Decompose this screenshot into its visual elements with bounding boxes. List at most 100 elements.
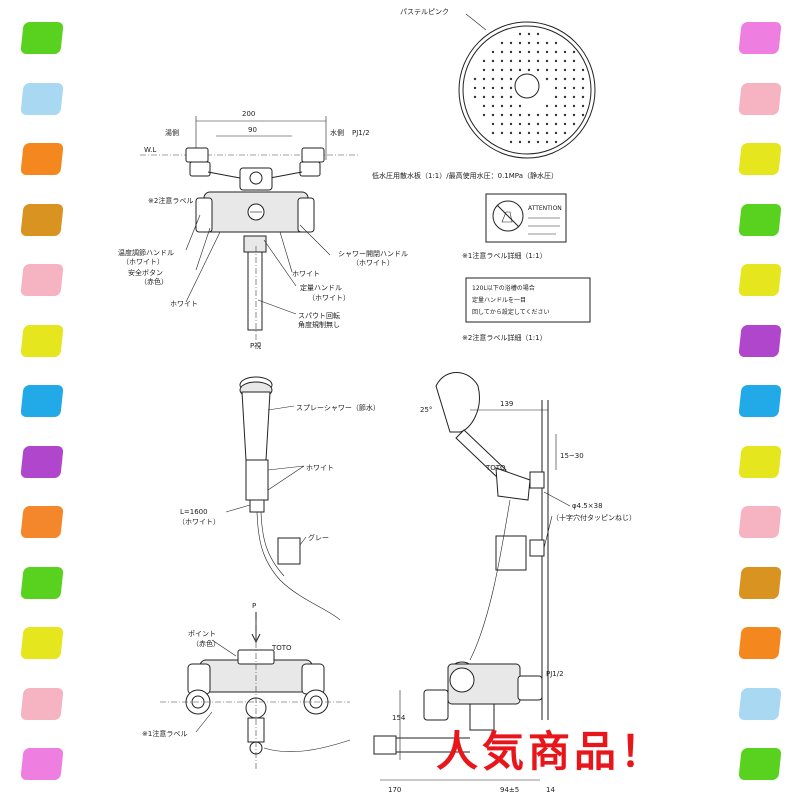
spray-hole: [527, 113, 531, 117]
spray-hole: [563, 122, 567, 126]
spray-hole: [527, 50, 531, 54]
spray-hole: [509, 104, 513, 108]
dim-14-text: 14: [546, 786, 555, 794]
spray-hole: [536, 41, 540, 45]
spray-hole: [554, 95, 558, 99]
spray-hole: [509, 86, 513, 90]
p-view-text: P視: [250, 341, 261, 350]
hot-side-text: 湯側: [165, 128, 179, 137]
spray-hole: [482, 59, 486, 63]
spray-hole: [491, 68, 495, 72]
spray-hole: [482, 68, 486, 72]
label2-caption-text: ※2注意ラベル詳細（1:1）: [462, 333, 547, 342]
spray-hole: [500, 77, 504, 81]
spray-hole: [482, 104, 486, 108]
spray-hole: [518, 41, 522, 45]
temp-handle-text: 温度調節ハンドル: [118, 248, 174, 257]
spray-hole: [509, 68, 513, 72]
spray-hole: [518, 140, 522, 144]
spray-hole: [482, 77, 486, 81]
cold-side-text: 水側: [330, 128, 344, 137]
point-color-text: （赤色）: [192, 639, 220, 648]
spray-hole: [500, 59, 504, 63]
spray-hole: [536, 140, 540, 144]
spray-hole: [491, 86, 495, 90]
spray-hole: [500, 68, 504, 72]
spray-hole: [518, 68, 522, 72]
spray-hole: [554, 50, 558, 54]
shower-note-text: 低水圧用散水板（1:1）/最高使用水圧：0.1MPa（静水圧）: [372, 171, 558, 180]
spray-hole: [581, 86, 585, 90]
spray-hole: [545, 131, 549, 135]
spray-hole: [581, 77, 585, 81]
spray-hole: [491, 122, 495, 126]
spray-hole: [545, 41, 549, 45]
dim-15-30-text: 15~30: [560, 452, 584, 460]
spray-hole: [473, 77, 477, 81]
spray-hole: [491, 50, 495, 54]
spray-hole: [545, 140, 549, 144]
hose-color-text: （ホワイト）: [178, 518, 220, 526]
spray-hole: [491, 131, 495, 135]
spray-hole: [491, 59, 495, 63]
spray-hole: [518, 122, 522, 126]
screw-text: φ4.5×38: [572, 502, 603, 510]
spray-hole: [563, 104, 567, 108]
spray-hole: [536, 131, 540, 135]
spray-hole: [491, 104, 495, 108]
pastel-pink-text: パステルピンク: [400, 8, 449, 16]
spray-hole: [509, 113, 513, 117]
spray-hole: [500, 104, 504, 108]
toto-side-text: TOTO: [485, 464, 506, 472]
angle-25-text: 25°: [420, 406, 432, 414]
wl-text: W.L: [144, 146, 156, 154]
spray-hole: [581, 113, 585, 117]
label2-line2-text: 定量ハンドルを一目: [472, 296, 526, 304]
spray-hole: [554, 140, 558, 144]
spray-hole: [572, 77, 576, 81]
spray-hole: [572, 50, 576, 54]
shower-side-view: 139 25° 15~30 TOTO φ4.5×38 （十字穴付タッピンねじ）: [420, 372, 636, 720]
gray-text: グレー: [308, 533, 329, 542]
spray-hole: [554, 122, 558, 126]
spray-hole: [545, 104, 549, 108]
spray-hole: [545, 59, 549, 63]
spray-hole: [518, 50, 522, 54]
screw-note-text: （十字穴付タッピンねじ）: [552, 513, 636, 522]
dim-200-text: 200: [242, 110, 255, 118]
spray-hole: [527, 68, 531, 72]
spray-hole: [563, 68, 567, 72]
white-c-text: ホワイト: [306, 464, 334, 472]
top-view-faucet: 200 90 W.L 湯側 水側 PJ1/2 P視 ※2注意ラベル 温度調節: [118, 110, 408, 350]
spray-hole: [527, 41, 531, 45]
temp-handle-color-text: （ホワイト）: [122, 258, 164, 266]
spray-hole: [536, 50, 540, 54]
spray-hole: [518, 113, 522, 117]
spray-hole: [545, 77, 549, 81]
spray-hole: [563, 50, 567, 54]
popular-item-badge: 人気商品！: [436, 727, 667, 776]
caution-label-1: ATTENTION ※1注意ラベル詳細（1:1）: [462, 193, 567, 260]
spray-hole: [536, 59, 540, 63]
caution-label-2: 120L以下の浴槽の場合 定量ハンドルを一目 回してから設定してください ※2注…: [462, 277, 591, 342]
dim-90-text: 90: [248, 126, 257, 134]
spray-hole: [500, 41, 504, 45]
white-a-text: ホワイト: [170, 300, 198, 308]
spray-hole: [491, 95, 495, 99]
spray-hole: [527, 59, 531, 63]
shower-handle-color-text: （ホワイト）: [352, 259, 394, 267]
spray-hole: [572, 113, 576, 117]
label2-line1-text: 120L以下の浴槽の場合: [472, 284, 535, 292]
dim-154-text: 154: [392, 714, 406, 722]
dim-170-text: 170: [388, 786, 401, 794]
safety-button-color-text: （赤色）: [140, 277, 168, 286]
spray-shower-text: スプレーシャワー（節水）: [296, 403, 380, 412]
spray-hole: [509, 50, 513, 54]
spray-hole: [500, 122, 504, 126]
spray-hole: [527, 140, 531, 144]
spray-hole: [563, 59, 567, 63]
spray-hole: [527, 131, 531, 135]
spray-hole: [527, 122, 531, 126]
spray-hole: [563, 77, 567, 81]
spray-hole: [554, 104, 558, 108]
